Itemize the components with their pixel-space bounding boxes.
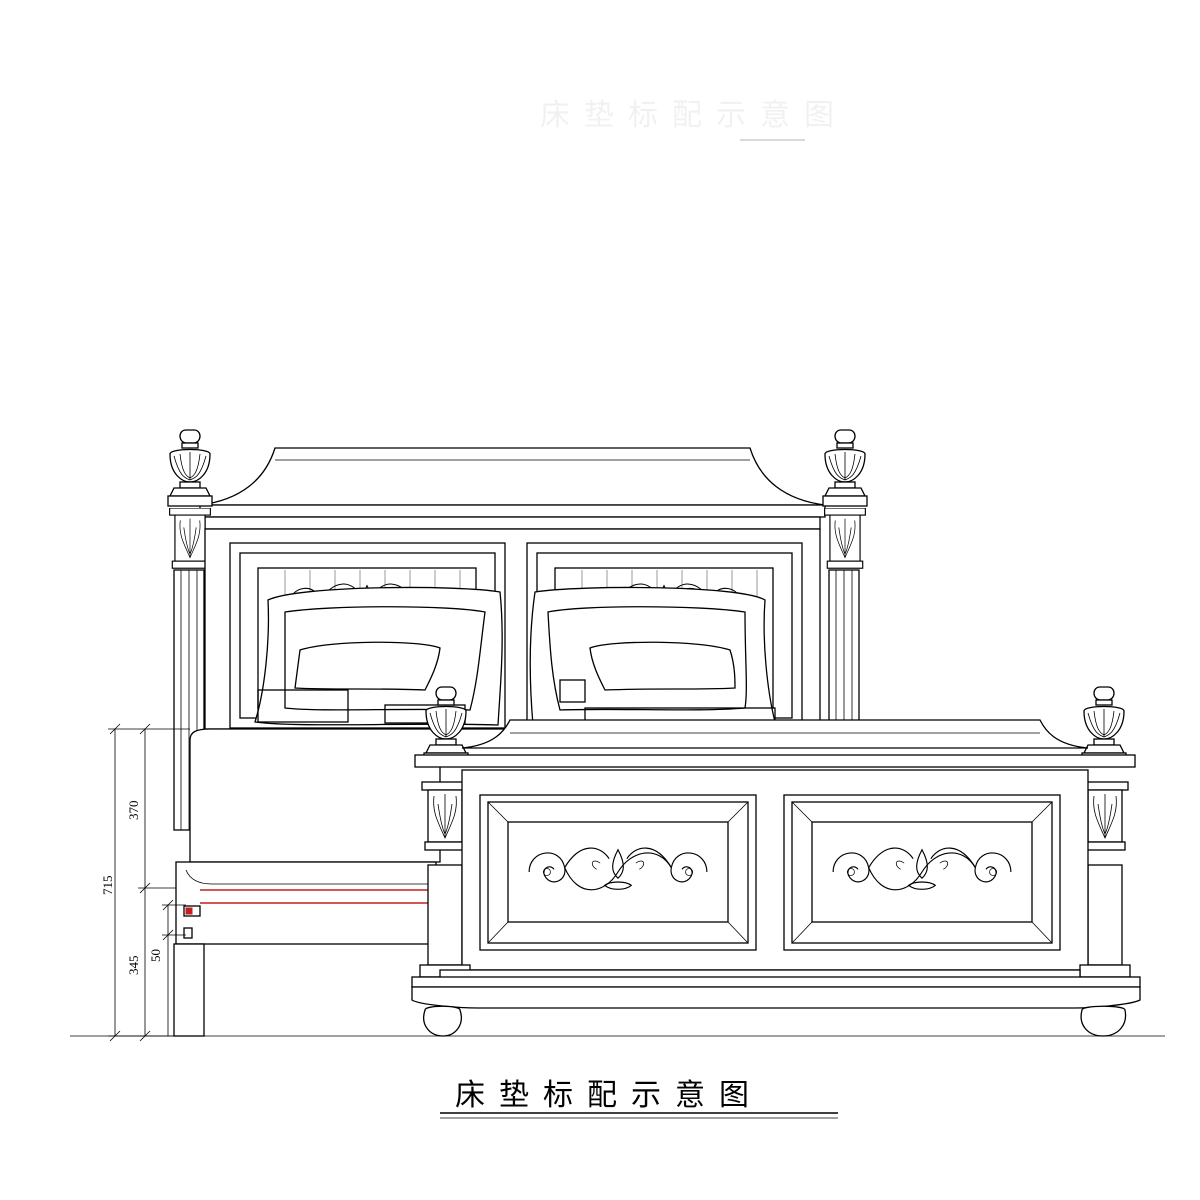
dim-370: 370 (126, 801, 141, 821)
dim-715: 715 (100, 876, 115, 896)
dim-50: 50 (148, 949, 163, 962)
footboard-leg-left (423, 1005, 462, 1037)
side-rail (173, 861, 437, 1037)
dimension-lines (108, 723, 190, 1042)
footboard-leg-right (1080, 1005, 1127, 1037)
dim-345: 345 (126, 956, 141, 976)
headboard (167, 429, 868, 831)
drawing-title: 床垫标配示意图 (455, 1078, 763, 1113)
faded-title: 床垫标配示意图 (540, 98, 848, 133)
footboard (411, 686, 1141, 1037)
mattress (189, 728, 441, 863)
headboard-leg (173, 943, 205, 1037)
